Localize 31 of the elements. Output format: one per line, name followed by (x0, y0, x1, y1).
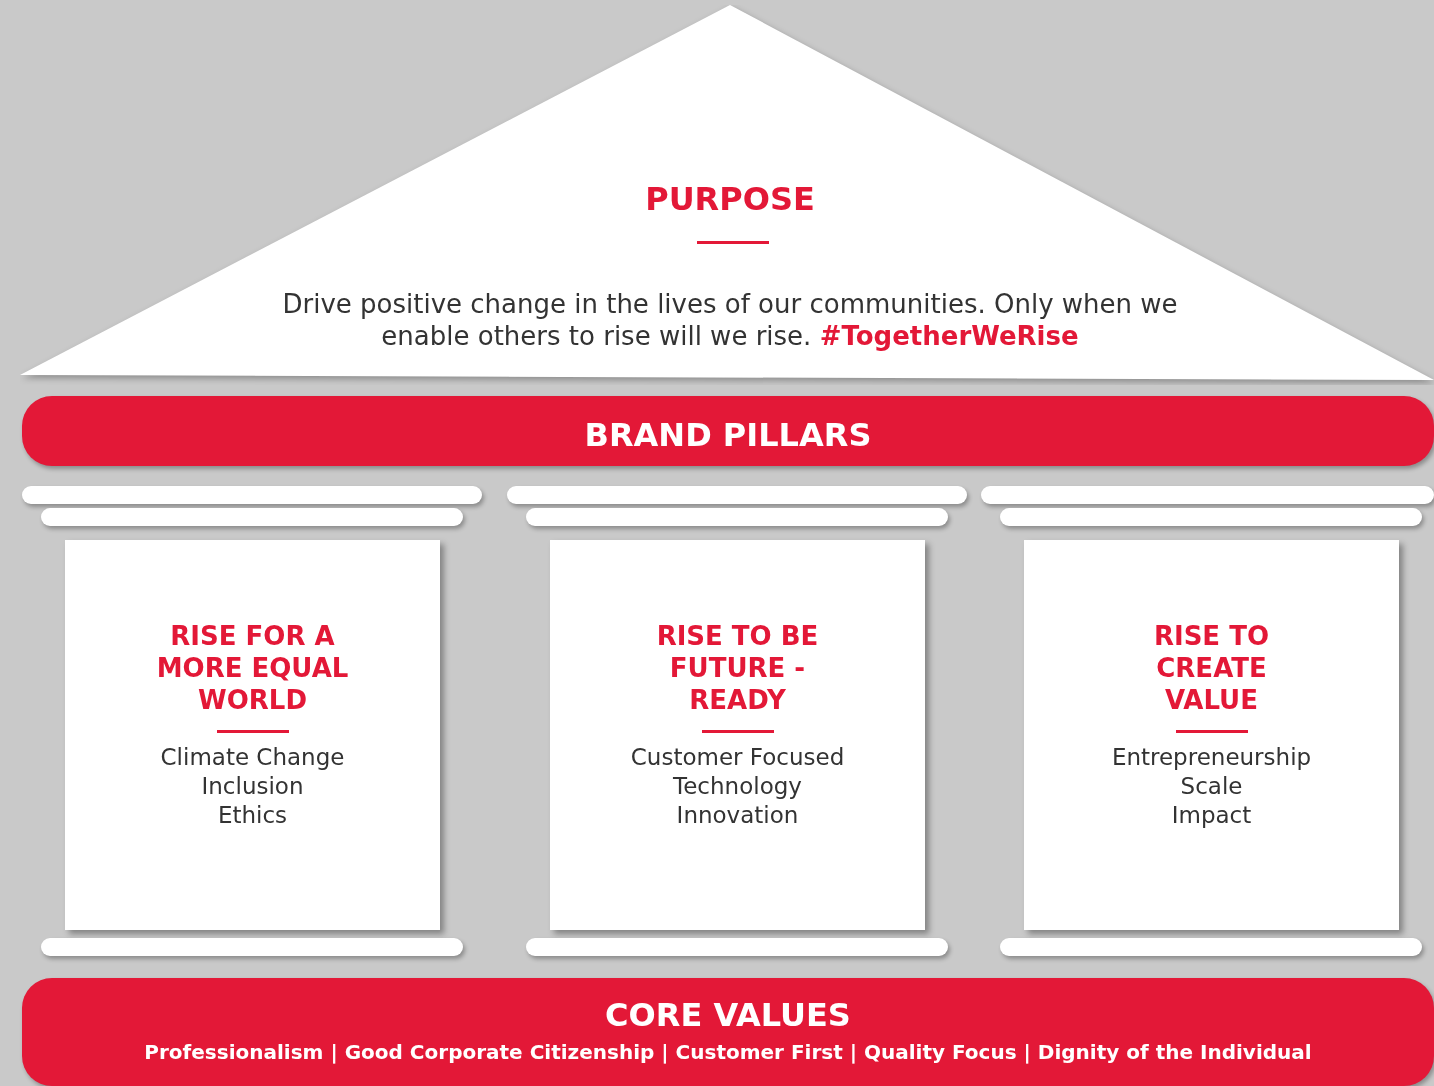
pillar-card (65, 540, 440, 930)
pillar-capital (507, 486, 967, 504)
title-banner (22, 396, 1434, 466)
values-list: Professionalism | Good Corporate Citizenship | Customer First | Quality Focus | Dignity of the Individual (22, 1040, 1434, 1064)
pillar-capital (1000, 508, 1422, 526)
pillar-heading: RISE FOR A MORE EQUAL WORLD (155, 620, 350, 716)
pillar-item: Innovation (675, 801, 800, 830)
pillar-item: Climate Change (159, 743, 346, 772)
base-banner (22, 978, 1434, 1086)
pillar-capital (981, 486, 1434, 504)
pillar-card (1024, 540, 1399, 930)
heading: CORE VALUES (604, 996, 852, 1034)
pillar-item: Ethics (216, 801, 289, 830)
heading: BRAND PILLARS (583, 416, 873, 454)
pillar-item: Customer Focused (629, 743, 846, 772)
pillar-item: Entrepreneurship (1110, 743, 1313, 772)
pillar-base (526, 938, 948, 956)
heading: PURPOSE (644, 180, 816, 218)
pillar-card (550, 540, 925, 930)
pillar-item: Technology (672, 772, 803, 801)
pillar-capital (526, 508, 948, 526)
pillar-base (41, 938, 463, 956)
pillar-base (1000, 938, 1422, 956)
pillar-capital (41, 508, 463, 526)
purpose-statement: Drive positive change in the lives of our communities. Only when we enable others to rise will we rise. #TogetherWeRise (281, 288, 1179, 352)
pillar-item: Inclusion (200, 772, 305, 801)
pillar-heading: RISE TO BE FUTURE - READY (655, 620, 820, 716)
pillar-item: Scale (1179, 772, 1244, 801)
pillar-item: Impact (1170, 801, 1253, 830)
pillar-heading: RISE TO CREATE VALUE (1152, 620, 1271, 716)
pillar-capital (22, 486, 482, 504)
